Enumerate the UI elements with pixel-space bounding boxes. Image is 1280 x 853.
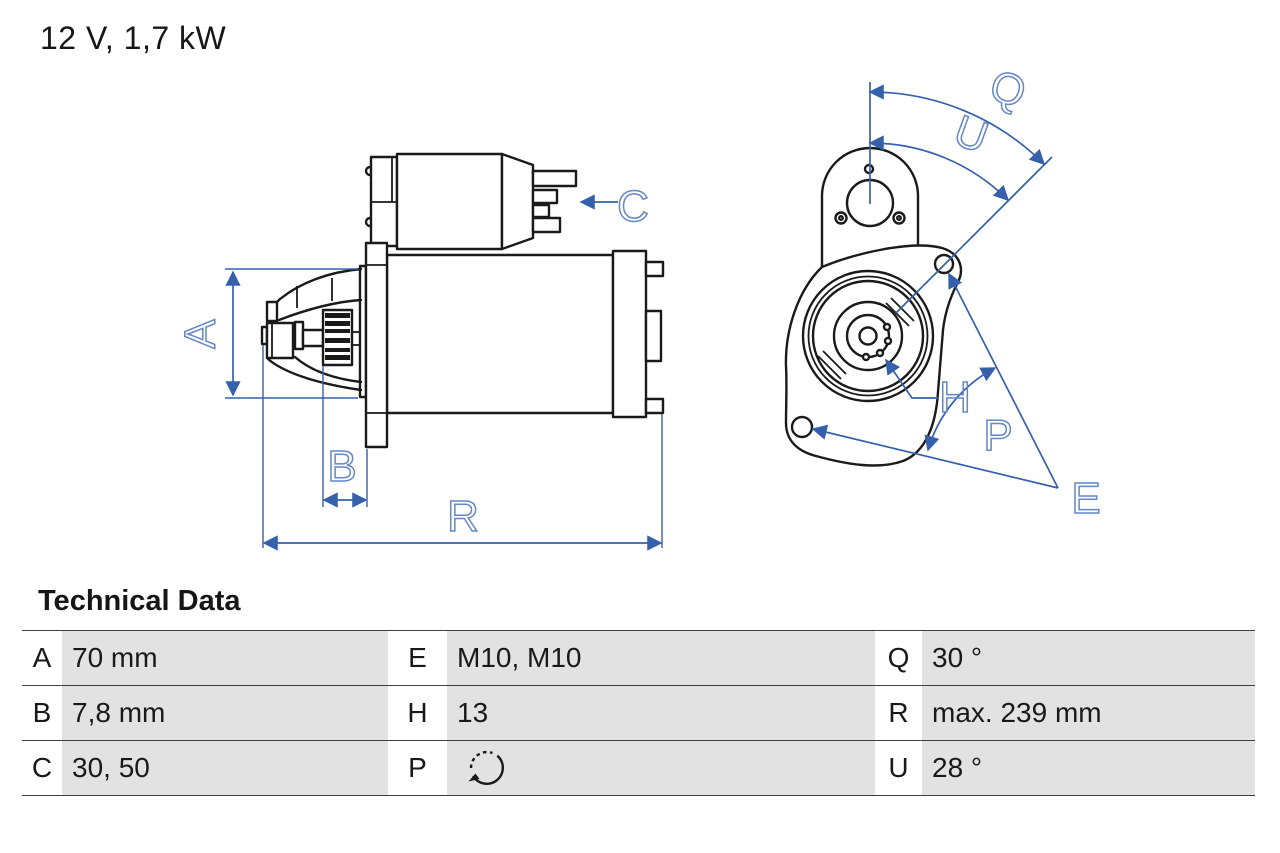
front-view [784, 146, 963, 467]
dim-value-u: 28 ° [922, 741, 1255, 795]
technical-drawing: A B C R Q U H P E [175, 60, 1101, 551]
side-view [260, 152, 665, 449]
dim-value-q: 30 ° [922, 631, 1255, 685]
label-c: C [617, 182, 649, 231]
dim-key-u: U [875, 741, 922, 795]
label-u: U [948, 106, 995, 163]
label-e: E [1071, 474, 1100, 523]
dim-key-q: Q [875, 631, 922, 685]
dim-key-b: B [22, 686, 62, 740]
dim-value-b: 7,8 mm [62, 686, 388, 740]
rotation-direction-icon [468, 750, 505, 786]
label-b: B [327, 442, 356, 491]
dim-key-r: R [875, 686, 922, 740]
label-q: Q [983, 60, 1032, 118]
dim-value-h: 13 [447, 686, 875, 740]
dim-value-a: 70 mm [62, 631, 388, 685]
section-title: Technical Data [38, 585, 241, 617]
dim-value-c: 30, 50 [62, 741, 388, 795]
label-r: R [447, 492, 479, 541]
label-p: P [983, 411, 1012, 460]
dim-key-e: E [388, 631, 447, 685]
table-row: C 30, 50 P U 28 ° [22, 740, 1255, 796]
dim-key-h: H [388, 686, 447, 740]
dim-key-p: P [388, 741, 447, 795]
page-title: 12 V, 1,7 kW [40, 20, 227, 56]
technical-data-table: A 70 mm E M10, M10 Q 30 ° B 7,8 mm H 13 … [22, 630, 1255, 796]
label-a: A [176, 319, 225, 349]
dimension-lines [225, 82, 1059, 551]
dim-value-e: M10, M10 [447, 631, 875, 685]
table-row: A 70 mm E M10, M10 Q 30 ° [22, 630, 1255, 685]
table-row: B 7,8 mm H 13 R max. 239 mm [22, 685, 1255, 740]
dim-value-r: max. 239 mm [922, 686, 1255, 740]
dim-key-c: C [22, 741, 62, 795]
dim-value-p [447, 741, 875, 795]
dim-key-a: A [22, 631, 62, 685]
label-h: H [939, 373, 971, 422]
